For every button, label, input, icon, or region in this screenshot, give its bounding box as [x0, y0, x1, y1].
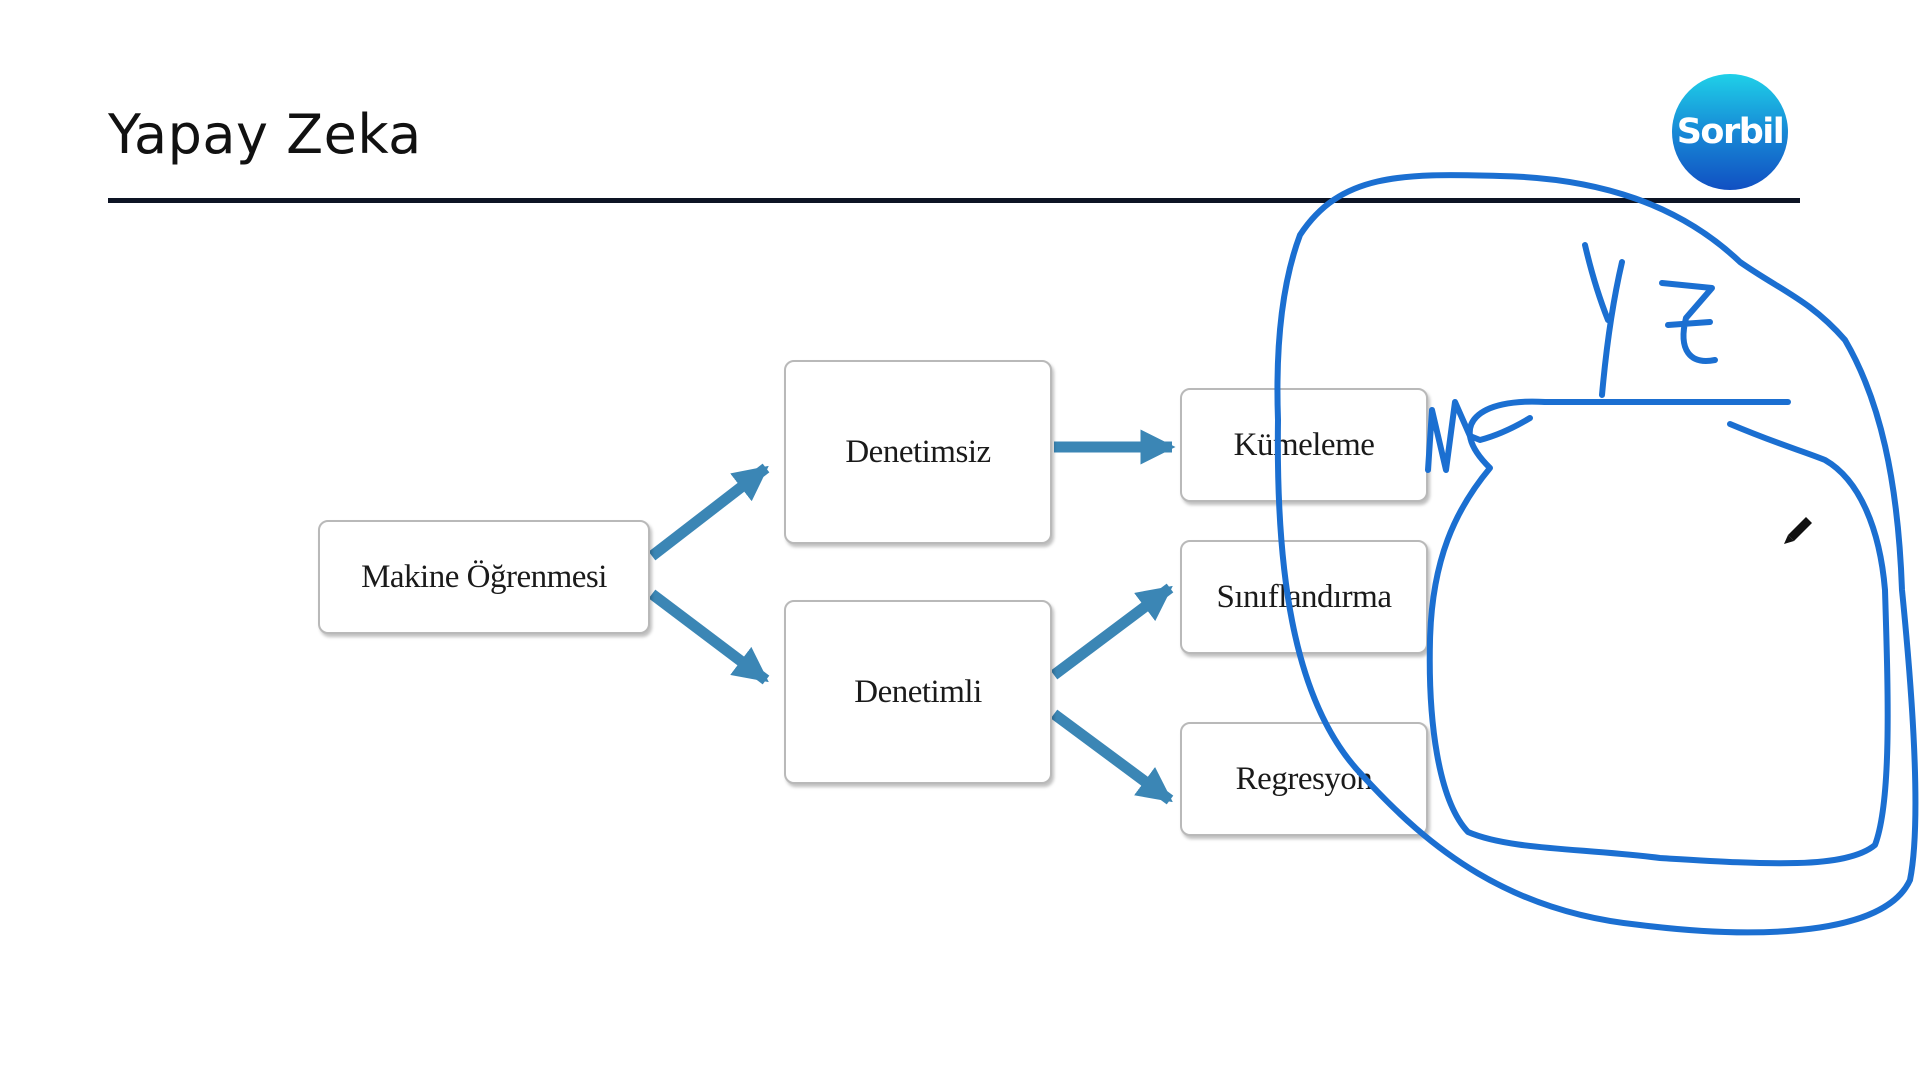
ink-letter-m	[1425, 399, 1533, 473]
edge-supervised-regression	[1050, 709, 1174, 805]
edge-root-unsupervised	[648, 463, 770, 561]
title-divider	[108, 198, 1800, 203]
node-label: Makine Öğrenmesi	[361, 558, 607, 595]
ink-letter-z	[1659, 280, 1718, 364]
node-regression: Regresyon	[1180, 722, 1428, 836]
ink-inner-loop	[1426, 398, 1891, 867]
node-unsupervised: Denetimsiz	[784, 360, 1052, 544]
ink-outer-loop	[1274, 172, 1919, 936]
node-machine-learning: Makine Öğrenmesi	[318, 520, 650, 634]
edge-supervised-classification	[1050, 583, 1174, 680]
pen-icon	[1784, 517, 1812, 544]
sorbil-logo: Sorbil	[1672, 74, 1788, 190]
slide-title: Yapay Zeka	[108, 103, 422, 166]
node-label: Denetimli	[854, 673, 982, 710]
ink-letter-y	[1582, 242, 1625, 398]
edge-root-supervised	[648, 589, 770, 685]
node-label: Denetimsiz	[845, 433, 991, 470]
node-clustering: Kümeleme	[1180, 388, 1428, 502]
node-classification: Sınıflandırma	[1180, 540, 1428, 654]
node-label: Regresyon	[1235, 760, 1373, 797]
node-label: Sınıflandırma	[1216, 578, 1392, 615]
logo-text: Sorbil	[1676, 112, 1785, 152]
node-label: Kümeleme	[1233, 426, 1375, 463]
node-supervised: Denetimli	[784, 600, 1052, 784]
